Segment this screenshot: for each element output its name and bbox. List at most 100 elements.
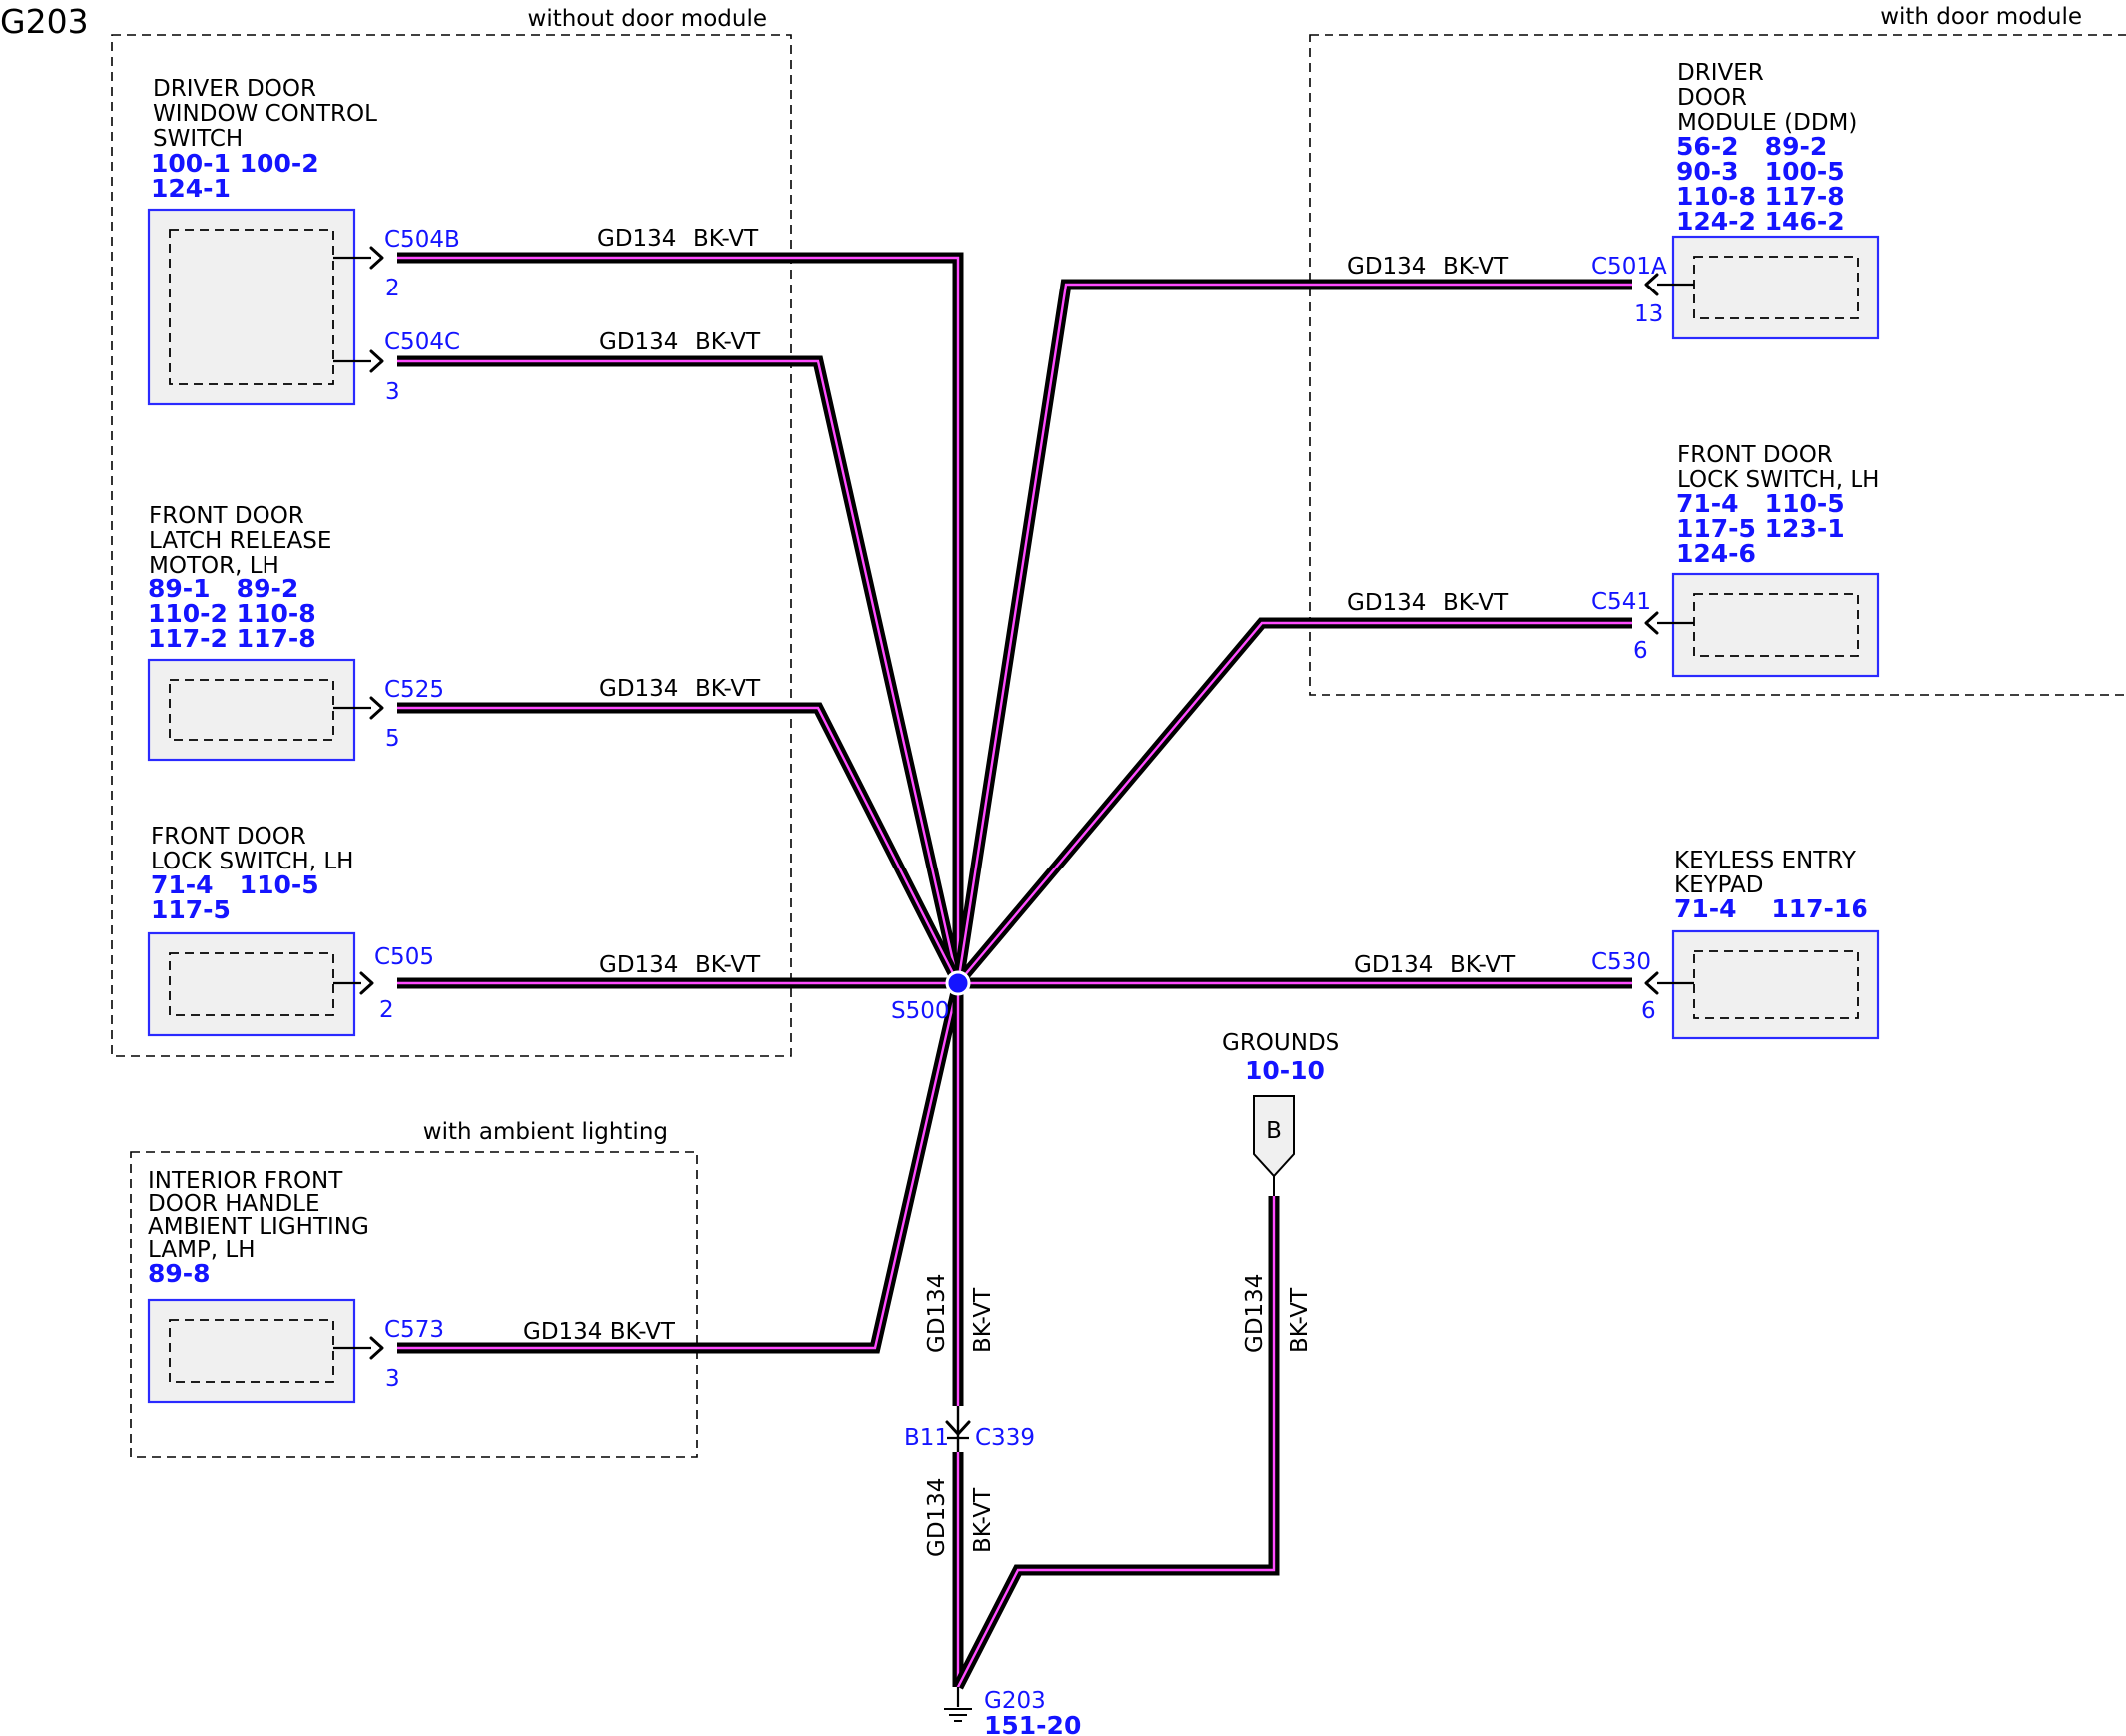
wire-c541 <box>953 617 1632 987</box>
pin-arrow-icon <box>1644 971 1659 995</box>
ground-g203: G203 151-20 <box>944 1687 1081 1736</box>
connector-id: C530 <box>1591 949 1651 975</box>
wire-c504c <box>397 355 964 985</box>
wire-color-label: BK-VT <box>693 226 759 252</box>
connector-pin: 6 <box>1641 998 1656 1024</box>
connector-pin: 13 <box>1634 301 1663 327</box>
section-without-door-module <box>111 34 792 1057</box>
component-lock-switch-right: FRONT DOOR LOCK SWITCH, LH 71-4 110-5 11… <box>1591 442 1880 678</box>
wire-circuit-label: GD134 <box>1347 254 1426 280</box>
page-ref-flag-icon <box>1253 1095 1295 1178</box>
grounds-ref: 10-10 <box>1245 1056 1325 1085</box>
pin-arrow-icon <box>1644 611 1659 635</box>
section-label-with-door-module: with door module <box>1880 4 2082 30</box>
wire-color-label: BK-VT <box>695 952 761 978</box>
splice-s500: S500 <box>891 970 971 1024</box>
component-name-line: DOOR HANDLE <box>148 1191 320 1217</box>
component-box <box>1671 929 1880 1040</box>
connector-pin: B11 <box>904 1425 949 1450</box>
component-ambient-lighting-lamp: INTERIOR FRONT DOOR HANDLE AMBIENT LIGHT… <box>147 1168 444 1404</box>
component-ref: 117-5 123-1 <box>1676 514 1845 543</box>
component-name-line: WINDOW CONTROL <box>153 101 377 127</box>
component-name-line: LOCK SWITCH, LH <box>151 849 353 874</box>
pin-arrow-icon <box>1644 273 1659 296</box>
wire-c504b <box>397 252 964 983</box>
component-inner-box <box>1693 593 1859 657</box>
component-name-line: AMBIENT LIGHTING <box>148 1214 369 1240</box>
section-label-without-door-module: without door module <box>528 6 767 32</box>
section-with-door-module <box>1309 34 2126 696</box>
component-name-line: INTERIOR FRONT <box>148 1168 343 1194</box>
connector-id: C505 <box>374 944 434 970</box>
wire-circuit-label: GD134 <box>597 226 676 252</box>
pin-arrow-icon <box>369 696 384 720</box>
component-ref: 71-4 110-5 <box>1676 489 1845 518</box>
wire-circuit-label: GD134 <box>599 676 678 702</box>
pin-arrow-icon <box>369 349 384 373</box>
connector-id: C573 <box>384 1317 444 1343</box>
component-name-line: MOTOR, LH <box>149 553 279 579</box>
component-ref: 90-3 100-5 <box>1676 157 1845 186</box>
component-ref: 71-4 110-5 <box>151 870 319 899</box>
grounds-reference: GROUNDS 10-10 B <box>1222 1030 1339 1196</box>
component-ref: 110-2 110-8 <box>148 599 316 628</box>
connector-pin: 5 <box>385 726 400 752</box>
component-name-line: LATCH RELEASE <box>149 528 331 554</box>
component-ref: 100-1 100-2 <box>151 149 319 178</box>
connector-id: C339 <box>975 1425 1035 1450</box>
connector-pin: 2 <box>385 276 400 301</box>
component-ref: 124-1 <box>151 174 231 203</box>
wire-circuit-label: GD134 <box>1347 590 1426 616</box>
connector-pin: 3 <box>385 379 400 405</box>
component-box <box>1671 572 1880 678</box>
component-name-line: SWITCH <box>153 126 243 152</box>
component-name-line: FRONT DOOR <box>151 824 306 850</box>
ground-ref: 151-20 <box>984 1711 1081 1736</box>
pin-arrow-icon <box>369 246 384 270</box>
page-title: G203 <box>0 2 89 41</box>
wire-color-label: BK-VT <box>695 329 761 355</box>
wire-color-label: BK-VT <box>970 1287 996 1353</box>
component-inner-box <box>169 229 334 385</box>
component-ref: 117-5 <box>151 895 231 924</box>
grounds-label: GROUNDS <box>1222 1030 1339 1056</box>
connector-pin: 3 <box>385 1366 400 1392</box>
component-name-line: KEYLESS ENTRY <box>1674 848 1857 873</box>
component-ref: 71-4 117-16 <box>1674 894 1868 923</box>
connector-id: C525 <box>384 677 444 703</box>
component-inner-box <box>169 679 334 741</box>
wire-circuit-label: GD134 <box>599 952 678 978</box>
component-box <box>147 1298 356 1404</box>
wire-color-label: BK-VT <box>1287 1287 1313 1353</box>
connector-pin: 2 <box>379 997 394 1023</box>
component-ref: 117-2 117-8 <box>148 624 316 653</box>
component-box <box>147 208 356 406</box>
component-ref: 89-1 89-2 <box>148 574 298 603</box>
component-ref: 124-6 <box>1676 539 1756 568</box>
ground-symbol-icon <box>944 1708 972 1722</box>
component-inner-box <box>1693 950 1859 1019</box>
wire-circuit-label: GD134 <box>599 329 678 355</box>
wire-color-label: BK-VT <box>1443 590 1509 616</box>
component-box <box>147 658 356 762</box>
wire-grounds-b <box>953 1196 1280 1690</box>
component-driver-door-module: DRIVER DOOR MODULE (DDM) 56-2 89-2 90-3 … <box>1591 60 1880 340</box>
component-box <box>1671 235 1880 340</box>
component-name-line: MODULE (DDM) <box>1677 110 1857 136</box>
component-name-line: FRONT DOOR <box>1677 442 1833 468</box>
flag-letter: B <box>1266 1118 1282 1144</box>
connector-id: C504B <box>384 227 460 253</box>
pin-arrow-icon <box>359 971 374 995</box>
component-name-line: DOOR <box>1677 85 1747 111</box>
component-name-line: KEYPAD <box>1674 872 1764 898</box>
component-ref: 124-2 146-2 <box>1676 207 1845 236</box>
section-label-with-ambient-lighting: with ambient lighting <box>423 1119 668 1145</box>
wire-c501a <box>952 279 1632 984</box>
section-with-ambient-lighting <box>130 1151 698 1458</box>
wire-circuit-label: GD134 <box>924 1478 950 1557</box>
wire-label-combined: GD134 BK-VT <box>523 1319 676 1345</box>
component-window-control-switch: DRIVER DOOR WINDOW CONTROL SWITCH 100-1 … <box>147 76 460 406</box>
component-ref: 89-8 <box>148 1259 211 1288</box>
component-ref: 56-2 89-2 <box>1676 132 1827 161</box>
